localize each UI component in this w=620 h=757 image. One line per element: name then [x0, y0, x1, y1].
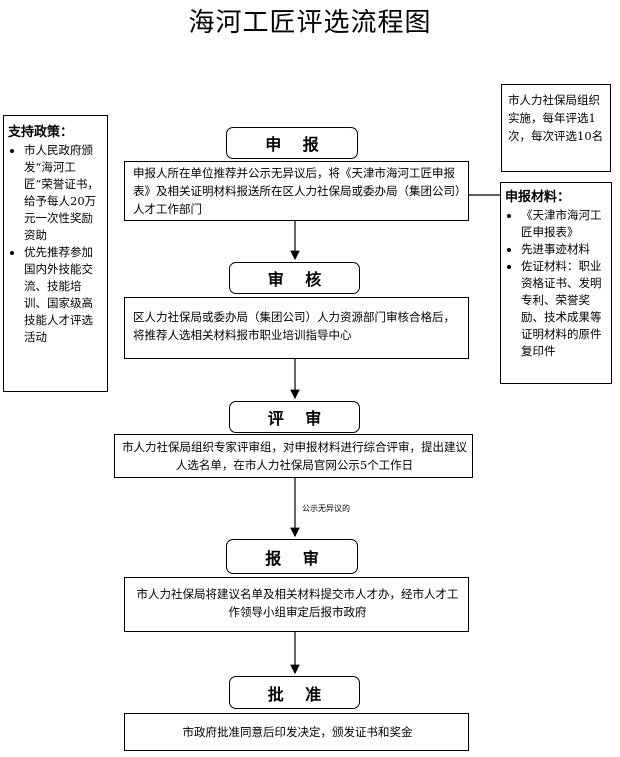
step-pingshen-text: 市人力社保局组织专家评审组，对申报材料进行综合评审，提出建议人选名单，在市人力社…	[122, 440, 467, 472]
support-policy-item: 优先推荐参加国内外技能交流、技能培训、国家级高技能人才评选活动	[24, 244, 102, 346]
step-pizhun-desc: 市政府批准同意后印发决定，颁发证书和奖金	[124, 713, 469, 751]
materials-panel: 申报材料： 《天津市海河工匠申报表》 先进事迹材料 佐证材料：职业资格证书、发明…	[500, 182, 612, 384]
organizer-note: 市人力社保局组织实施，每年评选1次，每次评选10名	[501, 84, 611, 172]
step-baoshen-text: 市人力社保局将建议名单及相关材料提交市人才办，经市人才工作领导小组审定后报市政府	[136, 587, 459, 619]
step-shenbao: 申 报	[226, 127, 358, 159]
step-shenhe: 审 核	[229, 262, 360, 294]
arrow-note: 公示无异议的	[302, 504, 350, 513]
step-pizhun: 批 准	[229, 676, 360, 709]
page-title: 海河工匠评选流程图	[188, 8, 432, 38]
step-shenhe-text: 区人力社保局或委办局（集团公司）人力资源部门审核合格后，将推荐人选相关材料报市职…	[133, 310, 455, 342]
materials-item: 佐证材料：职业资格证书、发明专利、荣誉奖励、技术成果等证明材料的原件复印件	[521, 258, 607, 360]
step-pingshen: 评 审	[229, 401, 360, 433]
support-policy-item: 市人民政府颁发“海河工匠”荣誉证书，给予每人20万元一次性奖励资助	[24, 142, 102, 244]
step-baoshen-desc: 市人力社保局将建议名单及相关材料提交市人才办，经市人才工作领导小组审定后报市政府	[124, 577, 469, 632]
organizer-note-text: 市人力社保局组织实施，每年评选1次，每次评选10名	[508, 93, 604, 143]
materials-item: 先进事迹材料	[521, 241, 607, 258]
step-pingshen-desc: 市人力社保局组织专家评审组，对申报材料进行综合评审，提出建议人选名单，在市人力社…	[114, 434, 473, 478]
materials-title: 申报材料：	[505, 190, 571, 205]
support-policy-panel: 支持政策： 市人民政府颁发“海河工匠”荣誉证书，给予每人20万元一次性奖励资助 …	[3, 115, 108, 392]
step-pizhun-text: 市政府批准同意后印发决定，颁发证书和奖金	[182, 725, 413, 739]
step-shenbao-desc: 申报人所在单位推荐并公示无异议后，将《天津市海河工匠申报表》及相关证明材料报送所…	[124, 161, 469, 221]
step-shenhe-desc: 区人力社保局或委办局（集团公司）人力资源部门审核合格后，将推荐人选相关材料报市职…	[124, 297, 469, 359]
step-shenbao-text: 申报人所在单位推荐并公示无异议后，将《天津市海河工匠申报表》及相关证明材料报送所…	[133, 166, 461, 216]
step-baoshen: 报 审	[226, 539, 358, 574]
support-policy-title: 支持政策：	[8, 125, 74, 140]
materials-item: 《天津市海河工匠申报表》	[521, 207, 607, 241]
